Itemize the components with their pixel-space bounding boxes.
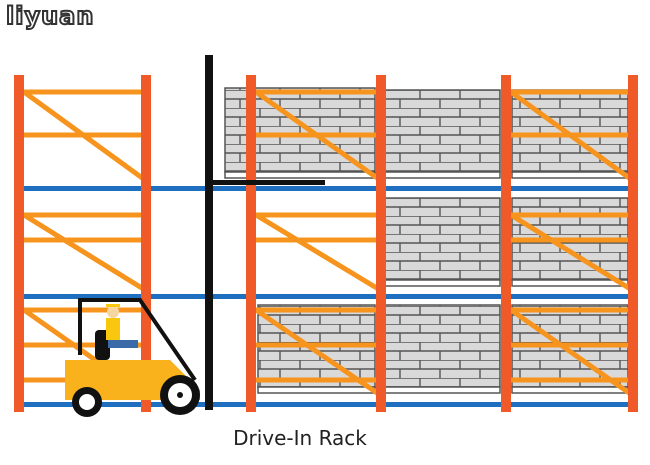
pallet-loads	[224, 87, 629, 394]
forklift-forks	[213, 180, 325, 185]
load-beam	[18, 402, 636, 407]
pallet	[511, 279, 629, 287]
forklift	[65, 55, 325, 417]
driver	[106, 318, 120, 340]
driver-head	[107, 306, 119, 318]
pallet-load	[511, 89, 629, 173]
diagonal-brace	[509, 307, 634, 398]
diagonal-brace	[254, 307, 382, 398]
rack-upright	[141, 75, 151, 412]
rack-uprights	[14, 75, 638, 412]
diagonal-brace	[22, 89, 147, 183]
diagram-caption: Drive-In Rack	[233, 426, 367, 450]
rack-upright	[501, 75, 511, 412]
pallet	[511, 386, 629, 394]
pallet-load	[384, 304, 501, 388]
rack-braces	[22, 89, 634, 398]
forklift-mast	[205, 55, 213, 410]
pallet	[384, 171, 501, 179]
pallet-load	[384, 197, 501, 281]
driver-hardhat	[106, 304, 120, 307]
load-beam	[18, 186, 636, 191]
forklift-cage	[78, 298, 197, 382]
rack-upright	[376, 75, 386, 412]
diagonal-brace	[509, 212, 634, 293]
driver-legs	[108, 340, 138, 348]
load-beam	[18, 294, 636, 299]
diagonal-brace	[22, 212, 147, 293]
pallet-load	[384, 89, 501, 173]
rack-upright	[628, 75, 638, 412]
pallet	[384, 386, 501, 394]
pallet	[257, 386, 376, 394]
pallet	[384, 279, 501, 287]
brand-logo: liyuan	[5, 1, 95, 31]
rack-beams	[18, 186, 636, 407]
rack-upright	[14, 75, 24, 412]
pallet	[511, 171, 629, 179]
diagonal-brace	[509, 89, 634, 183]
diagonal-brace	[254, 89, 382, 183]
diagonal-brace	[254, 212, 382, 293]
rack-upright	[246, 75, 256, 412]
